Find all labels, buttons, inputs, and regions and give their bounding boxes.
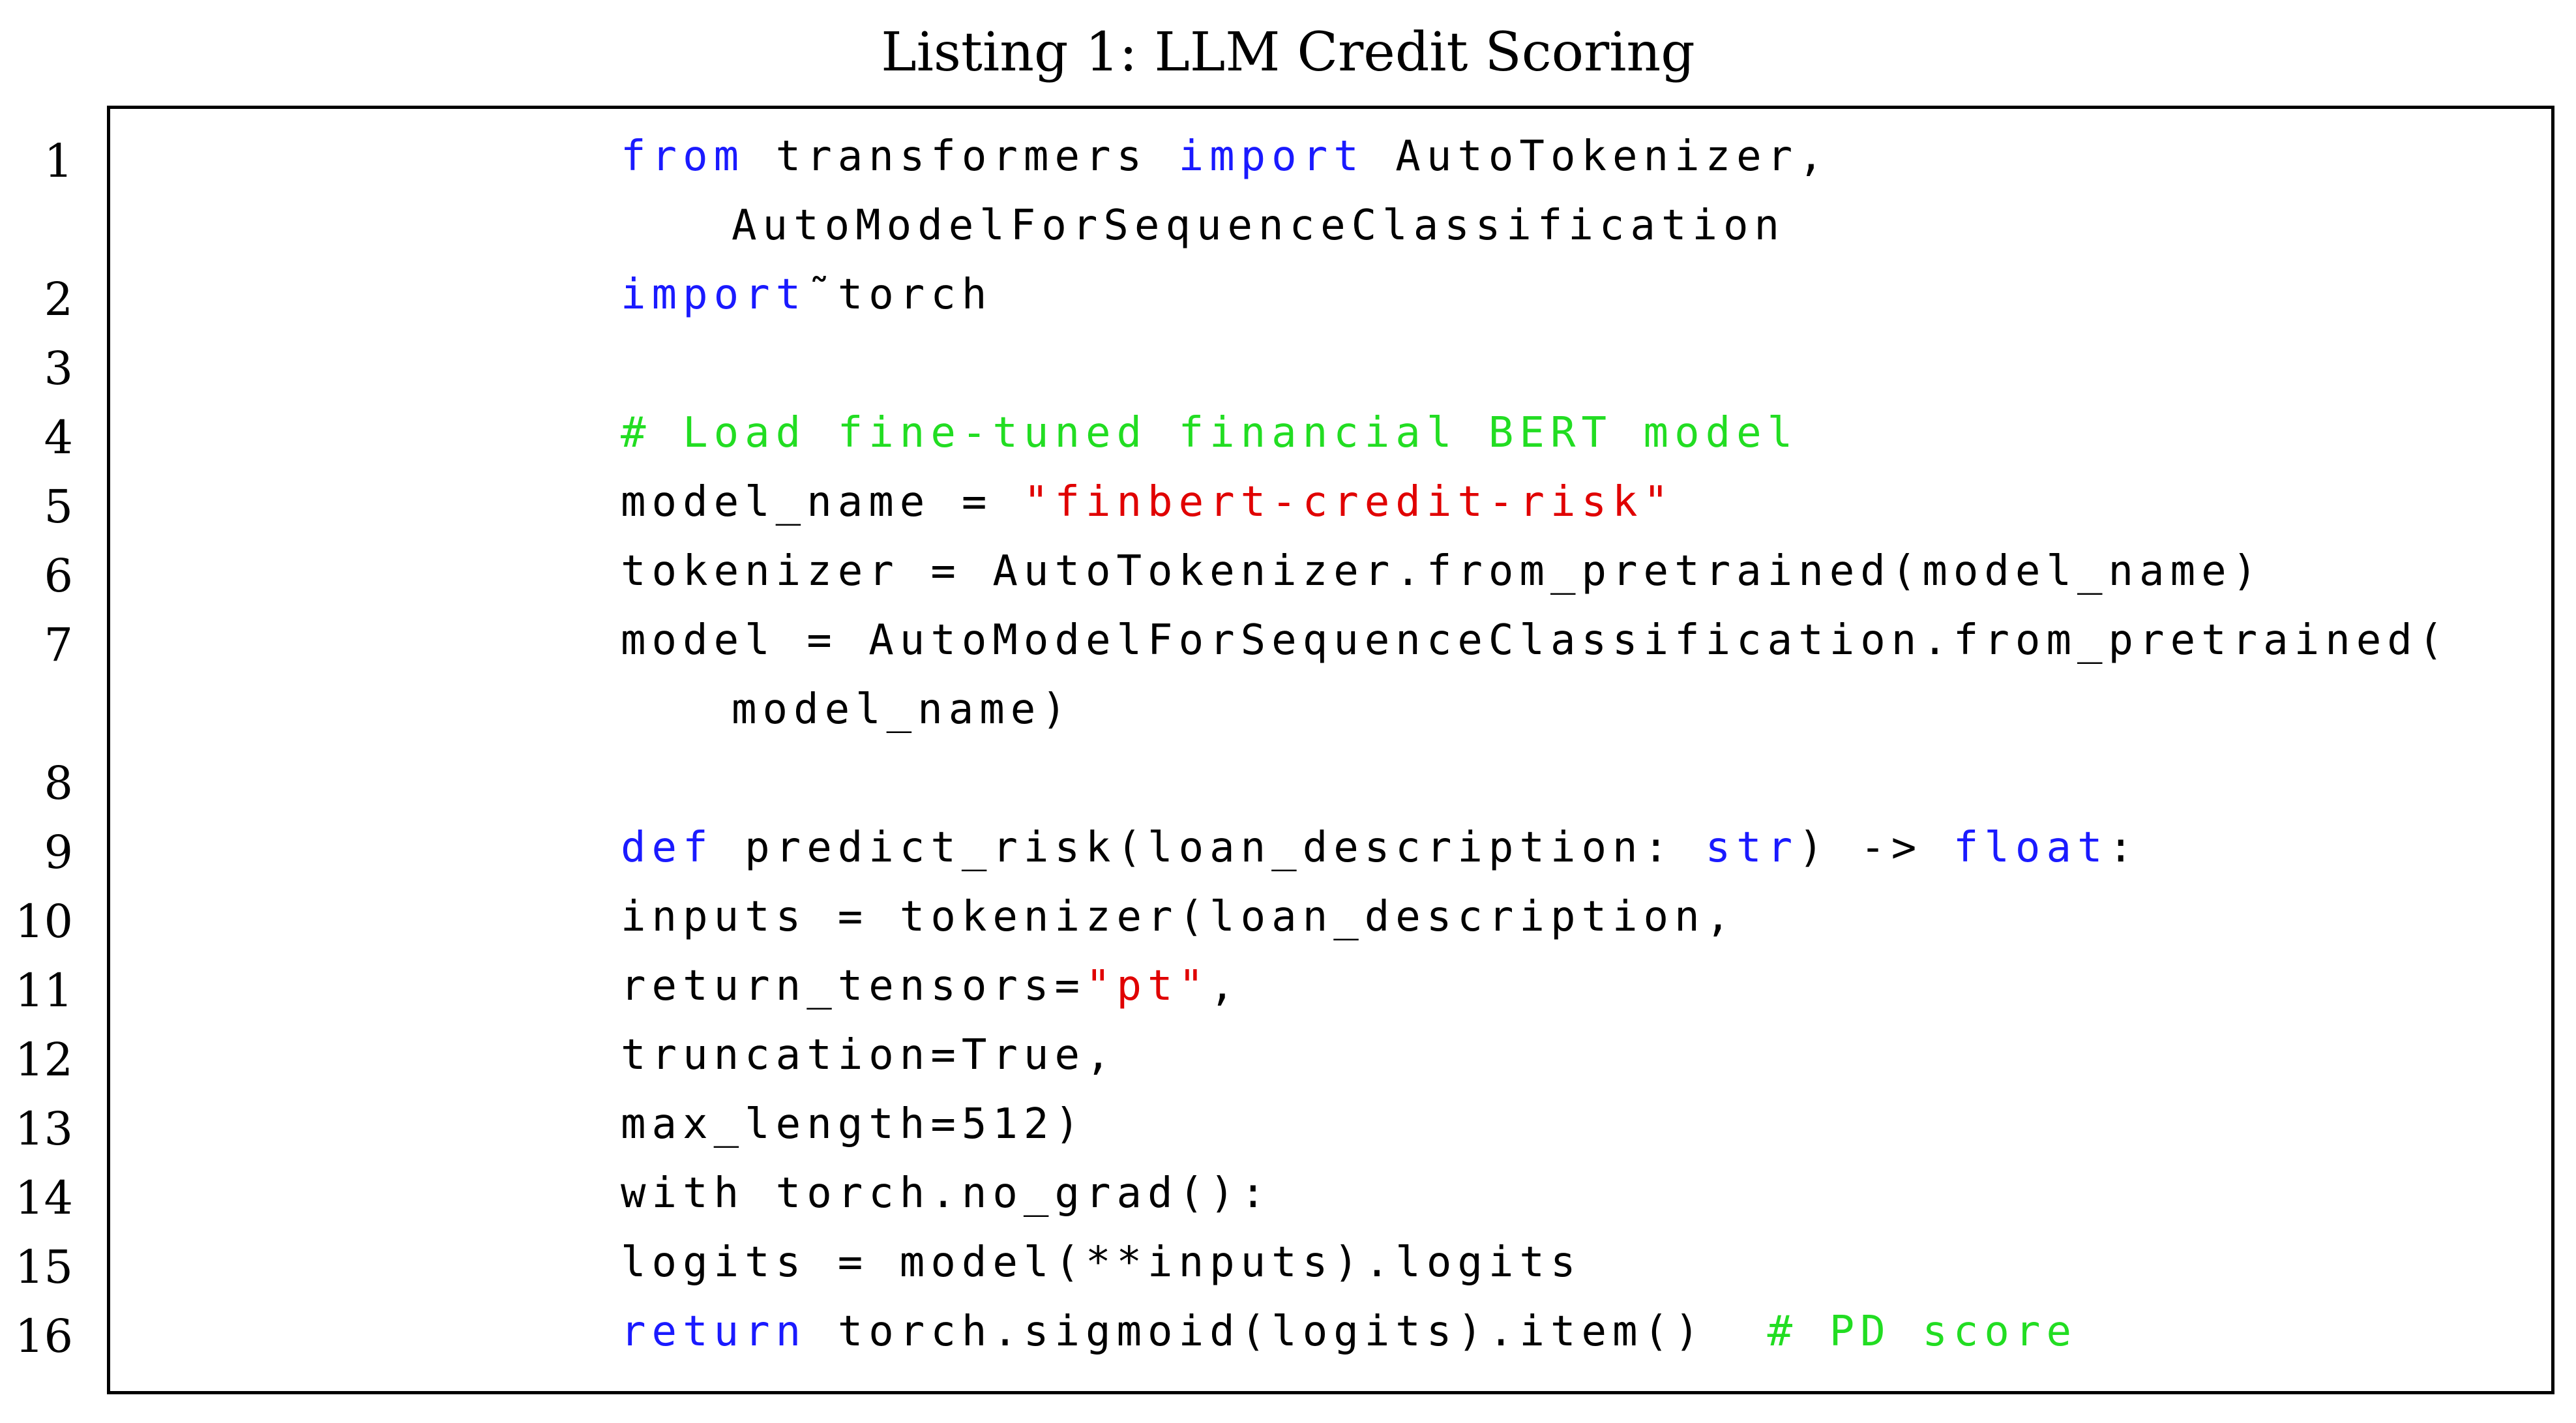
code-line: 5 model_name = "finbert-credit-risk": [0, 476, 2576, 545]
code-line: 14 with torch.no_grad():: [0, 1167, 2576, 1236]
code-keyword: def: [621, 824, 714, 872]
code-text: model_name = "finbert-credit-risk": [621, 481, 1674, 523]
code-comment: # Load fine-tuned financial BERT model: [621, 409, 1799, 457]
code-text: logits = model(**inputs).logits: [621, 1242, 1581, 1283]
code-line: 6 tokenizer = AutoTokenizer.from_pretrain…: [0, 545, 2576, 614]
code-token: ,: [1209, 962, 1241, 1010]
code-line: AutoModelForSequenceClassification: [0, 200, 2576, 269]
line-number: 10: [14, 895, 73, 948]
code-line: model_name): [0, 683, 2576, 753]
line-number: 15: [14, 1240, 73, 1294]
line-number: 16: [14, 1310, 73, 1363]
code-line: 10 inputs = tokenizer(loan_description,: [0, 891, 2576, 960]
code-comment: # PD score: [1767, 1308, 2077, 1356]
code-text: return torch.sigmoid(logits).item() # PD…: [621, 1311, 2077, 1353]
code-token: return_tensors=: [621, 962, 1086, 1010]
code-keyword: import: [621, 271, 807, 319]
code-token: AutoModelForSequenceClassification: [732, 202, 1786, 250]
code-frame: [107, 106, 2554, 1394]
code-line: 9 def predict_risk(loan_description: str)…: [0, 822, 2576, 891]
code-line: 4 # Load fine-tuned financial BERT model: [0, 407, 2576, 476]
code-token: model_name): [732, 685, 1073, 734]
code-text: # Load fine-tuned financial BERT model: [621, 412, 1798, 454]
code-text: model = AutoModelForSequenceClassificati…: [621, 620, 2449, 661]
line-number: 8: [44, 756, 73, 810]
code-text: from transformers import AutoTokenizer,: [621, 136, 1829, 177]
code-text: return_tensors="pt",: [621, 965, 1241, 1007]
line-number: 3: [44, 342, 73, 395]
code-token: predict_risk(loan_description:: [713, 824, 1706, 872]
code-token: ˜torch: [807, 271, 993, 319]
code-text: import˜torch: [621, 274, 992, 316]
code-line: 3: [0, 338, 2576, 407]
code-token: torch.sigmoid(logits).item(): [807, 1308, 1768, 1356]
code-line: 8: [0, 753, 2576, 822]
line-number: 2: [44, 273, 73, 326]
code-text: model_name): [732, 689, 1073, 730]
code-text: tokenizer = AutoTokenizer.from_pretraine…: [621, 550, 2263, 592]
code-line: 2 import˜torch: [0, 269, 2576, 338]
code-line: 1 from transformers import AutoTokenizer,: [0, 130, 2576, 200]
line-number: 14: [14, 1171, 73, 1225]
code-token: model_name =: [621, 478, 1024, 526]
code-token: model = AutoModelForSequenceClassificati…: [621, 616, 2450, 665]
line-number: 12: [14, 1033, 73, 1086]
code-string: "pt": [1085, 962, 1210, 1010]
code-token: transformers: [745, 132, 1179, 181]
code-line: 7 model = AutoModelForSequenceClassificat…: [0, 614, 2576, 683]
line-number: 4: [44, 411, 73, 464]
line-number: 5: [44, 480, 73, 533]
code-keyword: return: [621, 1308, 807, 1356]
code-token: truncation=True,: [621, 1031, 1117, 1079]
code-token: tokenizer = AutoTokenizer.from_pretraine…: [621, 547, 2264, 595]
code-keyword: float: [1953, 824, 2109, 872]
listing-caption: Listing 1: LLM Credit Scoring: [881, 22, 1695, 83]
code-line: 15 logits = model(**inputs).logits: [0, 1236, 2576, 1306]
code-text: def predict_risk(loan_description: str) …: [621, 827, 2139, 869]
code-token: with torch.no_grad():: [621, 1169, 1272, 1218]
code-token: :: [2108, 824, 2140, 872]
code-text: max_length=512): [621, 1103, 1086, 1145]
code-line: 16 return torch.sigmoid(logits).item() # …: [0, 1306, 2576, 1375]
code-keyword: from: [621, 132, 745, 181]
code-line: 12 truncation=True,: [0, 1029, 2576, 1098]
code-text: with torch.no_grad():: [621, 1173, 1271, 1214]
code-token: AutoTokenizer,: [1364, 132, 1829, 181]
code-text: AutoModelForSequenceClassification: [732, 205, 1785, 247]
code-text: inputs = tokenizer(loan_description,: [621, 896, 1736, 938]
code-line: 11 return_tensors="pt",: [0, 960, 2576, 1029]
line-number: 1: [44, 134, 73, 188]
code-text: truncation=True,: [621, 1034, 1117, 1076]
code-token: ) ->: [1798, 824, 1953, 872]
code-line: 13 max_length=512): [0, 1098, 2576, 1167]
line-number: 6: [44, 549, 73, 603]
code-keyword: str: [1705, 824, 1799, 872]
code-keyword: import: [1178, 132, 1365, 181]
line-number: 11: [14, 964, 73, 1017]
line-number: 9: [44, 826, 73, 879]
code-token: logits = model(**inputs).logits: [621, 1238, 1582, 1287]
code-token: max_length=512): [621, 1100, 1086, 1148]
code-token: inputs = tokenizer(loan_description,: [621, 893, 1737, 941]
code-string: "finbert-credit-risk": [1023, 478, 1675, 526]
line-number: 13: [14, 1102, 73, 1156]
line-number: 7: [44, 618, 73, 672]
